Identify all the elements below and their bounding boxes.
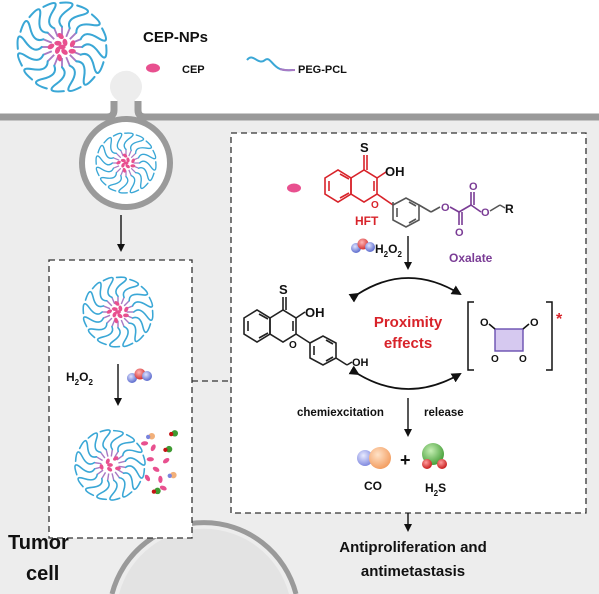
nanoparticle-disrupted	[74, 429, 179, 501]
h2o2-molecule-left	[127, 368, 152, 383]
h2o2-molecule-right	[351, 238, 375, 253]
hft-thione-s: S	[360, 140, 369, 155]
dioxetane-o2: O	[530, 317, 539, 329]
dioxetane-o3: O	[491, 354, 499, 365]
peg-pcl-symbol	[246, 56, 294, 72]
svg-text:H2O2: H2O2	[66, 370, 93, 387]
excited-star: *	[556, 311, 563, 328]
cep-symbol-panel	[287, 183, 301, 193]
dioxetane-o1: O	[480, 317, 489, 329]
left-panel	[48, 259, 193, 539]
tumor-cell-line1: Tumor	[8, 532, 69, 554]
cep-symbol	[146, 63, 160, 73]
hft-oh: OH	[385, 164, 405, 179]
dioxetanedione	[467, 301, 553, 371]
product-ch2oh: OH	[352, 357, 369, 369]
ester-o1: O	[441, 202, 450, 214]
product-thione-s: S	[279, 282, 288, 297]
endosome	[79, 116, 173, 210]
legend-peg-pcl: PEG-PCL	[298, 64, 347, 76]
chemiexcitation-label: chemiexcitation	[297, 407, 384, 419]
hft-label: HFT	[355, 214, 379, 228]
product-oh: OH	[305, 305, 325, 320]
h2s-molecule	[422, 443, 447, 469]
nanoparticle-legend	[16, 1, 108, 93]
plus-sign: +	[400, 450, 411, 470]
left-h2o2-label: H2O2	[66, 370, 93, 387]
cell-membrane	[0, 101, 599, 121]
right-panel	[230, 132, 587, 514]
dioxetane-o4: O	[519, 354, 527, 365]
r-group: R	[505, 202, 514, 216]
legend-title: CEP-NPs	[143, 29, 208, 46]
hft-structure	[324, 155, 394, 206]
outcome-line1: Antiproliferation and	[339, 539, 487, 556]
phenyl-linker	[392, 197, 441, 228]
product-structure	[243, 297, 353, 366]
right-h2o2-label: H2O2	[375, 242, 402, 259]
ester-o4: O	[481, 207, 490, 219]
h2s-label: H2S	[425, 481, 446, 498]
nucleus-envelope	[109, 520, 299, 594]
nanoparticle-endosome	[95, 132, 157, 194]
proximity-line2: effects	[384, 335, 432, 352]
proximity-line1: Proximity	[374, 314, 443, 331]
co-molecule	[357, 447, 391, 469]
release-label: release	[424, 407, 464, 419]
cycle-arrow-top	[348, 277, 462, 303]
oxalate-label: Oxalate	[449, 251, 493, 265]
product-ring-o: O	[289, 340, 297, 351]
legend-cep: CEP	[182, 64, 205, 76]
ester-o2: O	[455, 227, 464, 239]
nanoparticle-intact	[82, 276, 154, 348]
ester-o3: O	[469, 181, 478, 193]
oxalate-structure	[449, 192, 482, 225]
cycle-arrow-bottom	[348, 365, 462, 390]
outcome-line2: antimetastasis	[361, 563, 465, 580]
hft-ring-o: O	[371, 200, 379, 211]
tumor-cell-line2: cell	[26, 563, 59, 585]
co-label: CO	[364, 479, 382, 493]
